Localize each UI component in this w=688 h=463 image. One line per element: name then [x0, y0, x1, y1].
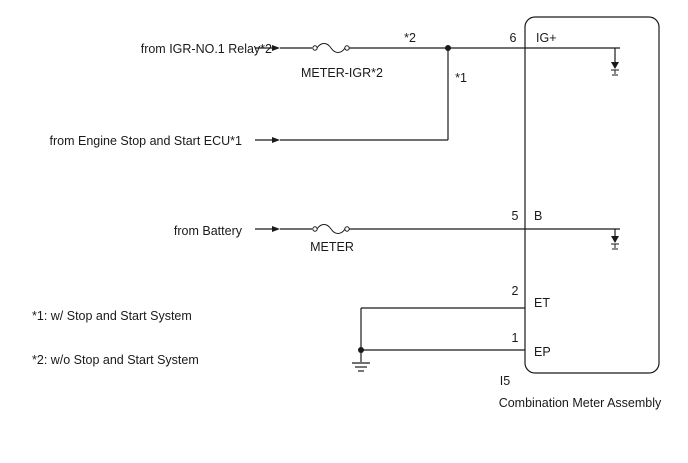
input-label-igr-relay: from IGR-NO.1 Relay*2: [141, 42, 272, 56]
pin-name-ig-plus: IG+: [536, 31, 557, 45]
pin-name-ep: EP: [534, 345, 551, 359]
pin-number-2: 2: [512, 284, 519, 298]
fuse-meter-icon: [312, 224, 350, 234]
fuse-label-meter-igr: METER-IGR*2: [301, 66, 383, 80]
internal-load-ig-icon: [611, 48, 619, 76]
fuse-label-meter: METER: [310, 240, 354, 254]
note-1: *1: w/ Stop and Start System: [32, 309, 192, 323]
input-label-stop-start-ecu: from Engine Stop and Start ECU*1: [50, 134, 243, 148]
connector-label: I5: [500, 374, 510, 388]
ground-icon: [352, 362, 370, 372]
note-2: *2: w/o Stop and Start System: [32, 353, 199, 367]
pin-name-b: B: [534, 209, 542, 223]
component-label: Combination Meter Assembly: [499, 396, 662, 410]
input-arrow-battery: [255, 226, 280, 232]
pin-name-et: ET: [534, 296, 550, 310]
pin-number-6: 6: [510, 31, 517, 45]
input-arrow-stop-start-ecu: [255, 137, 280, 143]
input-arrow-igr-relay: [255, 45, 280, 51]
fuse-meter-igr-icon: [312, 43, 350, 53]
branch-note-lower: *1: [455, 71, 467, 85]
combination-meter-box: [524, 16, 660, 374]
junction-dot-ground: [358, 347, 364, 353]
branch-note-upper: *2: [404, 31, 416, 45]
internal-load-b-icon: [611, 229, 619, 250]
input-label-battery: from Battery: [174, 224, 243, 238]
pin-number-1: 1: [512, 331, 519, 345]
pin-number-5: 5: [512, 209, 519, 223]
